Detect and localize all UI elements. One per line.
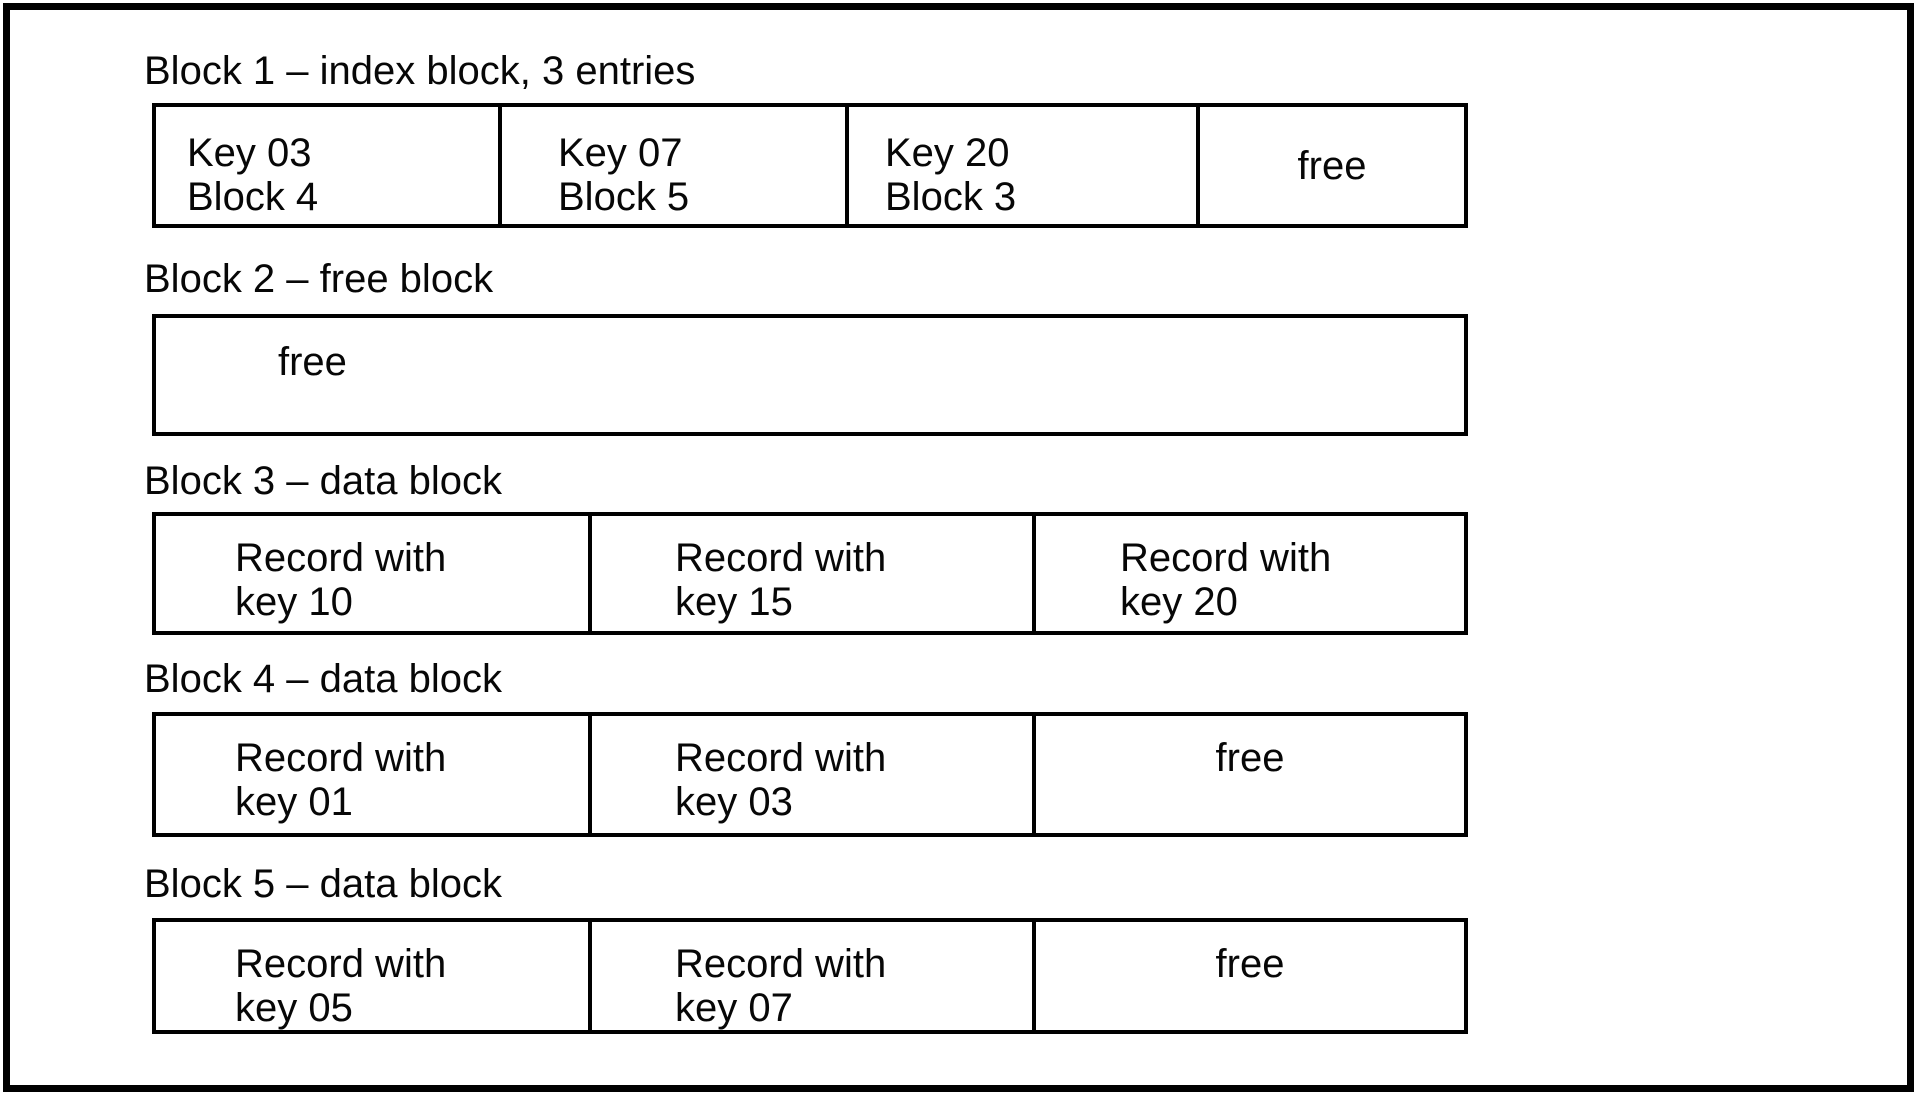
record-cell-key20: Record with key 20 [1036, 516, 1464, 631]
record-line-1: Record with [1120, 536, 1332, 580]
record-line-2: key 20 [1120, 580, 1238, 624]
record-line-2: key 05 [235, 986, 353, 1030]
record-line-2: key 10 [235, 580, 353, 624]
record-cell-key07: Record with key 07 [592, 922, 1036, 1030]
record-line-1: Record with [235, 536, 447, 580]
record-line-2: key 03 [675, 780, 793, 824]
block-3-label: Block 3 – data block [144, 459, 502, 503]
record-cell-key03: Record with key 03 [592, 716, 1036, 833]
outer-frame: Block 1 – index block, 3 entries Key 03 … [3, 3, 1914, 1092]
record-line-1: Record with [675, 536, 887, 580]
record-line-2: key 01 [235, 780, 353, 824]
block-3-box: Record with key 10 Record with key 15 Re… [152, 512, 1468, 635]
block-2-box: free [152, 314, 1468, 436]
block-4-box: Record with key 01 Record with key 03 fr… [152, 712, 1468, 837]
record-line-2: key 15 [675, 580, 793, 624]
index-entry-key: Key 03 [187, 131, 312, 175]
record-line-1: Record with [235, 942, 447, 986]
block-2-label: Block 2 – free block [144, 257, 494, 301]
free-label: free [1215, 942, 1285, 986]
index-entry-key: Key 07 [558, 131, 683, 175]
index-entry-cell-key03: Key 03 Block 4 [156, 107, 502, 224]
record-cell-key01: Record with key 01 [156, 716, 592, 833]
record-cell-key05: Record with key 05 [156, 922, 592, 1030]
free-label: free [278, 340, 347, 384]
index-entry-cell-key20: Key 20 Block 3 [849, 107, 1200, 224]
block-4-label: Block 4 – data block [144, 657, 502, 701]
block-5-box: Record with key 05 Record with key 07 fr… [152, 918, 1468, 1034]
block-1-label: Block 1 – index block, 3 entries [144, 49, 696, 93]
block-5-label: Block 5 – data block [144, 862, 502, 906]
record-line-1: Record with [235, 736, 447, 780]
record-cell-key15: Record with key 15 [592, 516, 1036, 631]
data-free-cell: free [1036, 922, 1464, 1030]
index-free-cell: free [1200, 107, 1464, 224]
index-entry-pointer: Block 3 [885, 175, 1017, 219]
data-free-cell: free [1036, 716, 1464, 833]
record-cell-key10: Record with key 10 [156, 516, 592, 631]
free-label: free [1297, 143, 1367, 188]
record-line-2: key 07 [675, 986, 793, 1030]
record-line-1: Record with [675, 942, 887, 986]
free-block-cell: free [156, 318, 1464, 432]
free-label: free [1215, 736, 1285, 780]
index-entry-pointer: Block 5 [558, 175, 690, 219]
record-line-1: Record with [675, 736, 887, 780]
index-entry-pointer: Block 4 [187, 175, 319, 219]
index-entry-cell-key07: Key 07 Block 5 [502, 107, 849, 224]
index-entry-key: Key 20 [885, 131, 1010, 175]
block-1-box: Key 03 Block 4 Key 07 Block 5 Key 20 Blo… [152, 103, 1468, 228]
